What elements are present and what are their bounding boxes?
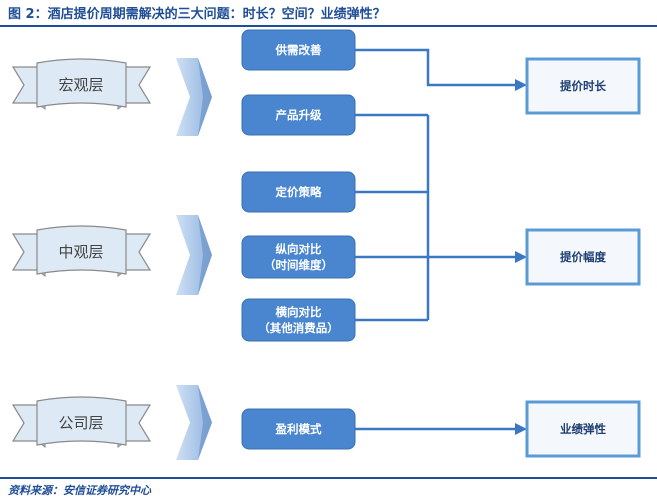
ribbon-banner [36, 225, 127, 275]
outcome-box-1: 提价时长 [525, 57, 641, 115]
factor-label: 产品升级 [276, 108, 322, 122]
arrowhead-duration [515, 79, 527, 91]
outcome-box-2: 提价幅度 [525, 228, 641, 286]
ribbon-banner [36, 396, 127, 446]
chevron-shade [198, 215, 212, 295]
source-note: 资料来源：安信证券研究中心 [8, 484, 151, 497]
figure-title: 图 2：酒店提价周期需解决的三大问题：时长？空间？业绩弹性？ [8, 7, 386, 22]
factor-box-shape [241, 298, 356, 342]
outcome-label: 提价幅度 [560, 250, 606, 264]
outcome-box-shape [525, 400, 641, 458]
outcome-box-3: 业绩弹性 [525, 400, 641, 458]
connector-lines [355, 48, 516, 431]
factor-label: （时间维度） [264, 258, 333, 272]
ribbon-banner [36, 58, 127, 108]
connector-supply-to-duration [355, 48, 516, 87]
factor-box-shape [241, 94, 356, 136]
outcome-label: 提价时长 [560, 79, 606, 93]
chevron-shade [198, 385, 212, 460]
factor-box-6: 盈利模式 [241, 408, 356, 450]
outcome-box-shape [525, 57, 641, 115]
layer-label: 宏观层 [58, 76, 103, 94]
factor-box-shape [241, 235, 356, 279]
factor-box-4: 纵向对比 （时间维度） [241, 235, 356, 279]
title-rule [0, 25, 657, 27]
outcome-label: 业绩弹性 [560, 422, 606, 436]
outcome-box-shape [525, 228, 641, 286]
layer-label: 中观层 [58, 243, 103, 261]
factor-box-3: 定价策略 [241, 171, 356, 213]
arrowhead-magnitude [515, 251, 527, 263]
layer-ribbon-2: 中观层 [11, 225, 152, 277]
chevron-arrow-1 [176, 58, 212, 136]
factor-label: 供需改善 [275, 43, 322, 57]
factor-box-2: 产品升级 [241, 94, 356, 136]
factor-box-1: 供需改善 [241, 29, 356, 71]
factor-label: （其他消费品） [258, 321, 339, 335]
factor-label: 盈利模式 [275, 422, 322, 436]
factor-box-shape [241, 171, 356, 213]
chevron-shade [198, 58, 212, 136]
layer-ribbon-1: 宏观层 [11, 58, 152, 110]
arrowheads [515, 79, 527, 435]
factor-label: 横向对比 [276, 305, 322, 319]
factor-box-shape [241, 29, 356, 71]
chevron-arrow-3 [176, 385, 212, 460]
factor-label: 定价策略 [276, 185, 322, 199]
factor-label: 纵向对比 [276, 242, 322, 256]
factor-box-shape [241, 408, 356, 450]
chevron-arrow-2 [176, 215, 212, 295]
arrowhead-elasticity [515, 423, 527, 435]
footer-rule [0, 477, 657, 479]
factor-box-5: 横向对比 （其他消费品） [241, 298, 356, 342]
layer-ribbon-3: 公司层 [11, 396, 152, 448]
layer-label: 公司层 [58, 414, 103, 432]
